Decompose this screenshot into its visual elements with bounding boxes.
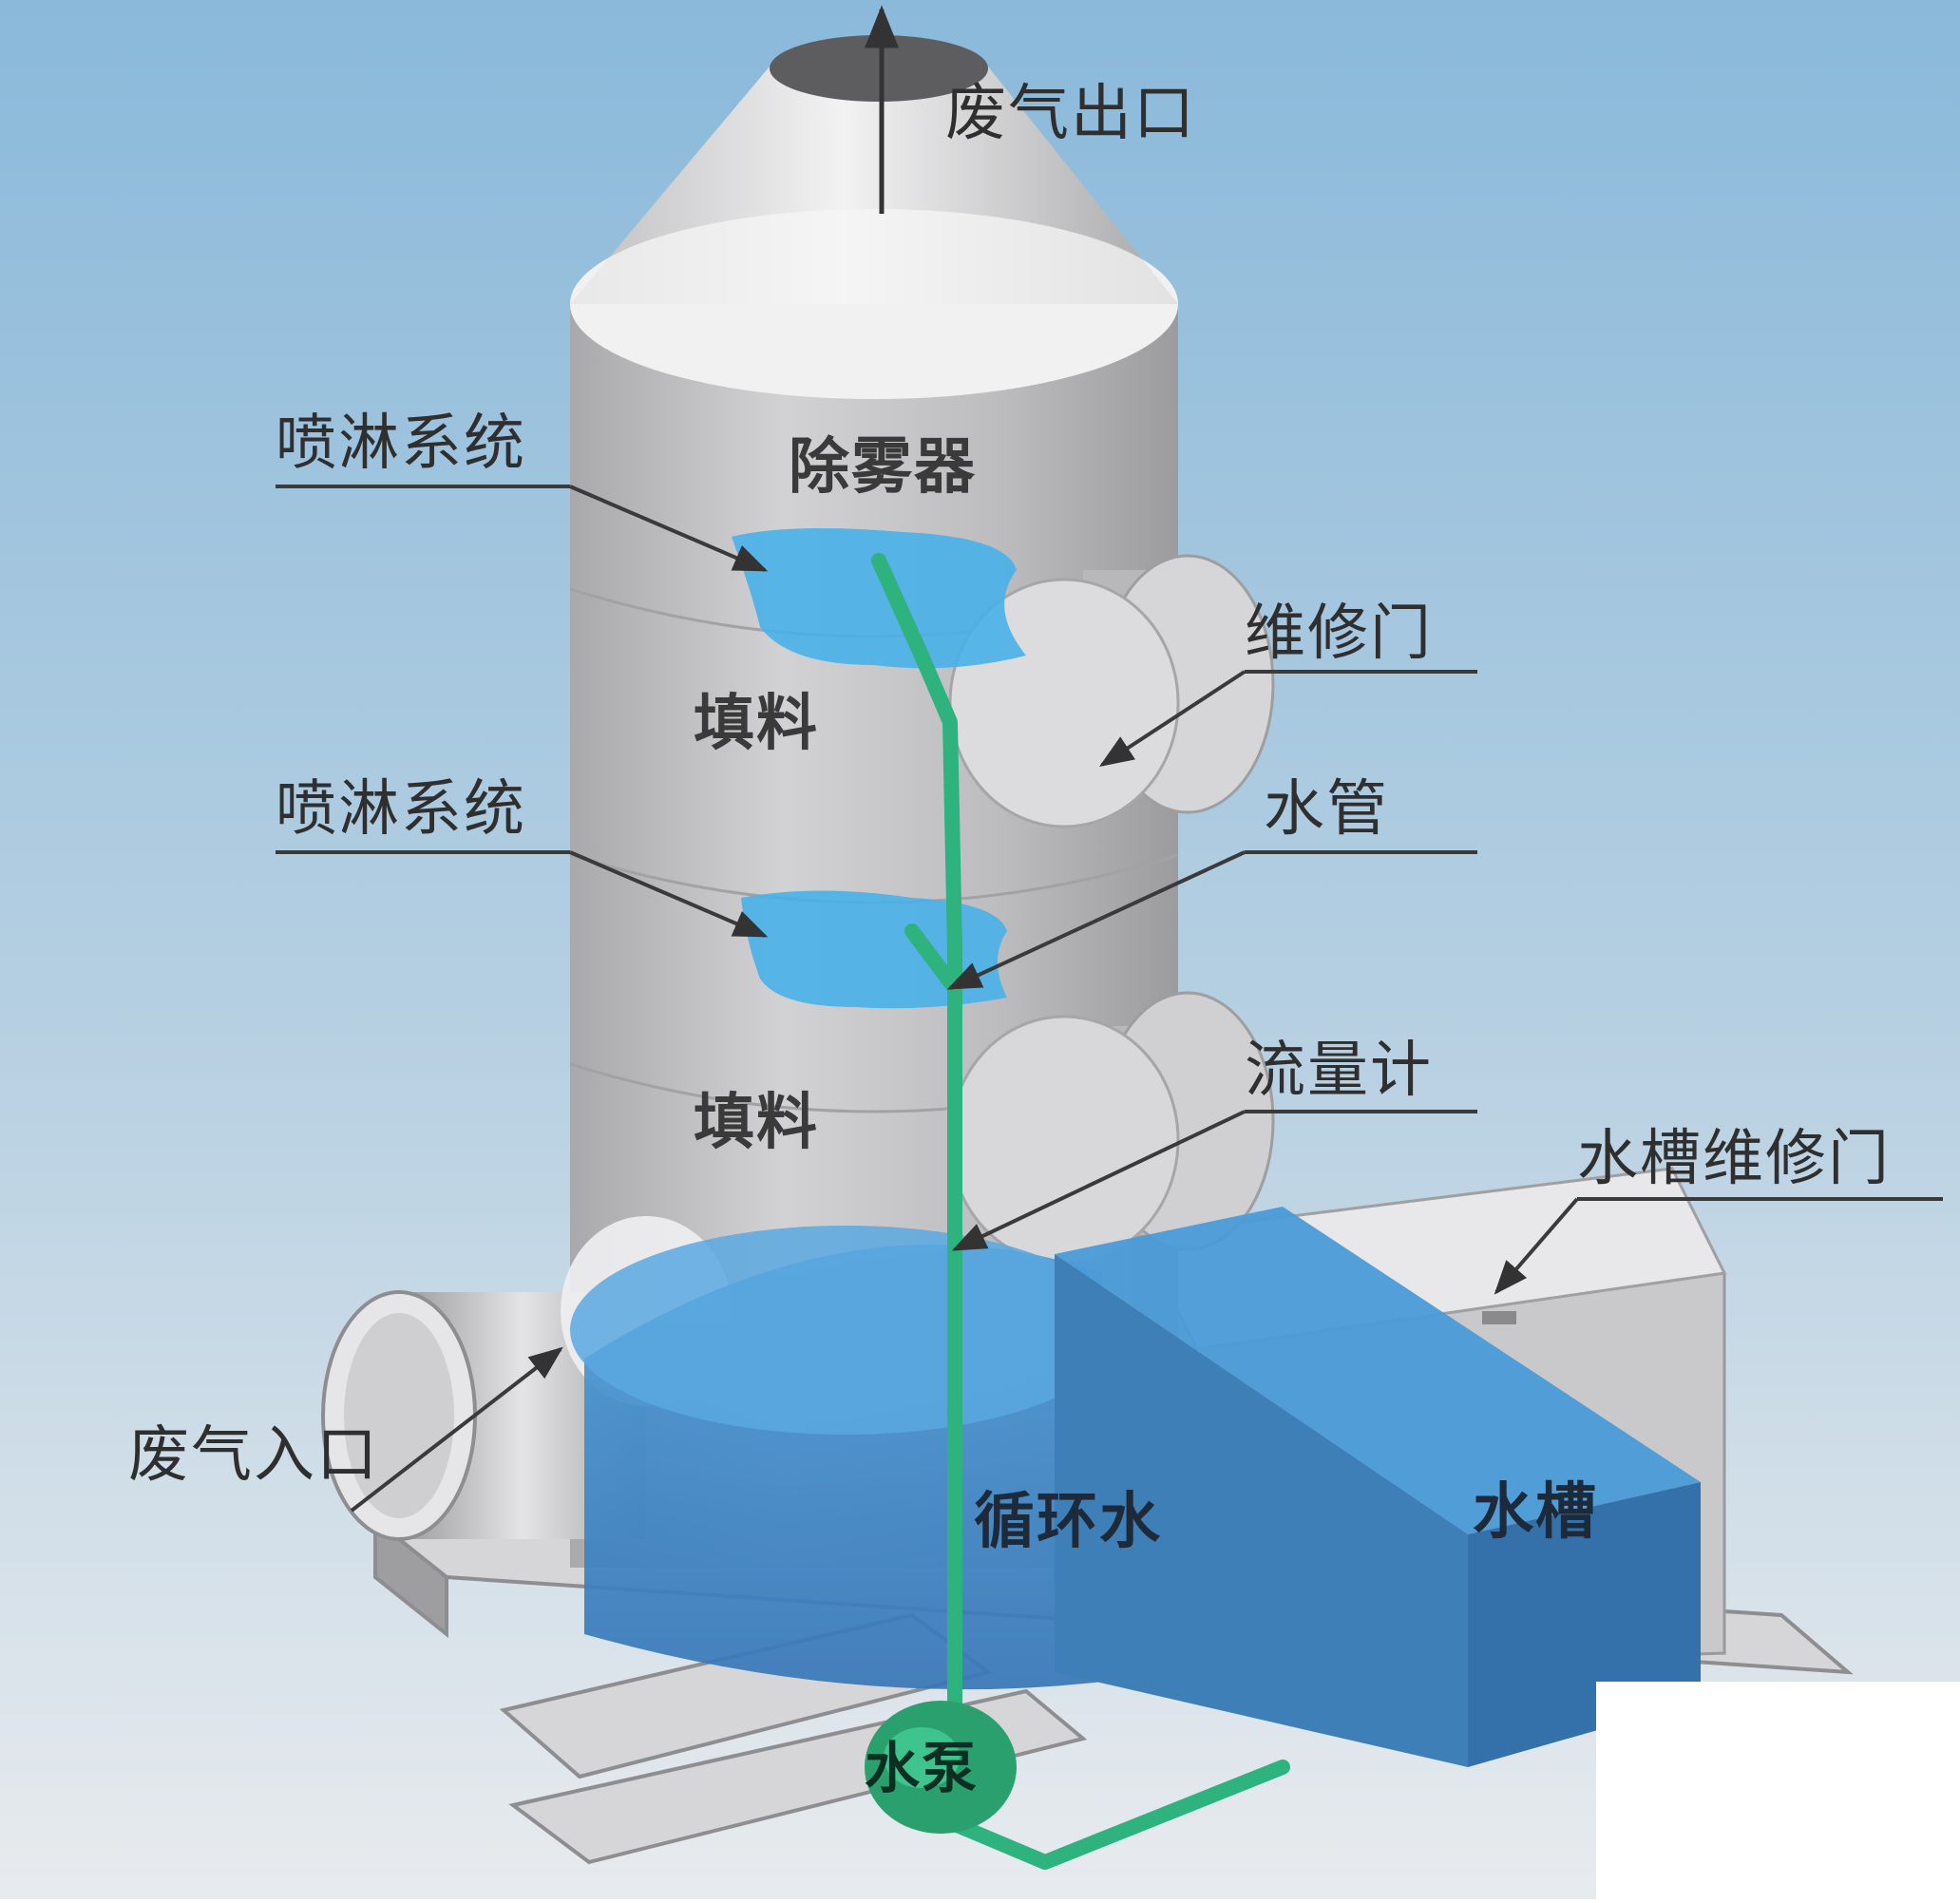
label-spray-system-upper: 喷淋系统	[276, 413, 526, 474]
label-maintenance-door: 维修门	[1245, 603, 1433, 664]
label-spray-system-lower: 喷淋系统	[276, 779, 526, 840]
label-water-pump: 水泵	[865, 1741, 979, 1796]
label-flow-meter: 流量计	[1245, 1040, 1433, 1101]
corner-patch	[1596, 1682, 1960, 1899]
label-packing-lower: 填料	[694, 1093, 819, 1153]
label-demister: 除雾器	[789, 437, 977, 498]
label-tank-maintenance-door: 水槽维修门	[1577, 1129, 1891, 1189]
label-water-pipe: 水管	[1264, 779, 1389, 840]
circulating-water	[570, 1226, 1121, 1689]
label-packing-upper: 填料	[694, 694, 819, 754]
label-exhaust-outlet: 废气出口	[945, 84, 1196, 144]
label-circulating-water: 循环水	[974, 1492, 1162, 1552]
tank-door-handle	[1482, 1311, 1516, 1324]
label-water-tank: 水槽	[1473, 1482, 1598, 1543]
spray-disk-lower	[741, 891, 1007, 1009]
label-exhaust-inlet: 废气入口	[128, 1425, 379, 1486]
